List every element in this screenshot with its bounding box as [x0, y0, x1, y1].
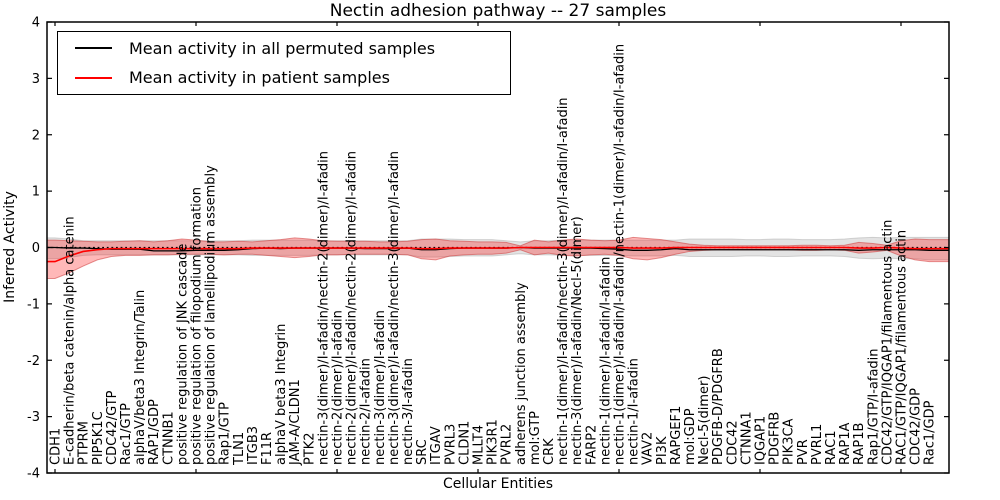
- x-category-label: VAV2: [641, 432, 656, 465]
- x-category-label: CDC42: [725, 420, 740, 465]
- x-category-label: RAP1A: [838, 422, 853, 465]
- x-category-label: PIP5K1C: [91, 411, 106, 465]
- y-axis-title: Inferred Activity: [2, 191, 18, 303]
- x-category-label: nectin-3(dimer)/I-afadin: [373, 310, 388, 465]
- y-tick-label: 4: [32, 16, 40, 31]
- legend-label-permuted: Mean activity in all permuted samples: [129, 38, 436, 58]
- x-category-label: E-cadherin/beta catenin/alpha catenin: [63, 216, 78, 465]
- x-category-label: nectin-3/I-afadin: [401, 358, 416, 465]
- x-category-label: RAC1/GTP/IQGAP1/filamentous actin: [895, 230, 910, 465]
- x-category-label: RAP1B: [852, 423, 867, 465]
- x-category-label: PVR: [796, 439, 811, 465]
- x-category-label: positive regulation of filopodium format…: [190, 187, 205, 465]
- x-category-label: PVRL1: [810, 424, 825, 465]
- x-category-label: Necl-5(dimer): [697, 376, 712, 465]
- y-tick-label: -1: [27, 297, 40, 312]
- permuted-line-swatch-icon: [75, 47, 112, 50]
- patient-line-swatch-icon: [75, 76, 112, 79]
- patient-mean-line: [47, 246, 949, 263]
- x-category-label: CDC42/GTP/IQGAP1/filamentous actin: [880, 220, 895, 465]
- x-category-label: CTNNA1: [739, 411, 754, 465]
- x-category-label: nectin-3(dimer)/I-afadin/Necl-5(dimer): [570, 216, 585, 465]
- legend: Mean activity in all permuted samples Me…: [57, 31, 511, 95]
- x-category-label: CRK: [542, 438, 557, 465]
- x-category-label: CTNNB1: [161, 411, 176, 465]
- x-category-label: nectin-2(dimer)/I-afadin: [331, 310, 346, 465]
- x-category-label: CLDN1: [457, 421, 472, 465]
- x-category-label: nectin-1/I-afadin: [627, 358, 642, 465]
- x-category-label: positive regulation of JNK cascade: [175, 244, 190, 465]
- x-category-label: alphaV beta3 Integrin: [274, 324, 289, 465]
- x-category-label: mol:GTP: [528, 411, 543, 465]
- x-category-label: PDGFRB: [768, 412, 783, 465]
- legend-label-patient: Mean activity in patient samples: [129, 68, 390, 88]
- x-category-label: Rac1/GTP: [119, 403, 134, 465]
- x-category-label: IQGAP1: [754, 416, 769, 465]
- x-category-label: CDC42/GTP: [105, 390, 120, 465]
- x-category-label: nectin-1(dimer)/I-afadin/I-afadin/nectin…: [613, 44, 628, 465]
- legend-entry-patient: Mean activity in patient samples: [58, 65, 510, 91]
- x-category-label: TLN1: [232, 432, 247, 466]
- y-tick-label: -2: [27, 354, 40, 369]
- y-tick-label: 0: [32, 241, 40, 256]
- x-category-label: nectin-1(dimer)/I-afadin/I-afadin: [598, 257, 613, 465]
- x-category-label: PVRL2: [500, 424, 515, 465]
- x-category-label: Rac1/GDP: [923, 400, 938, 465]
- x-category-label: CDC42/GDP: [909, 388, 924, 465]
- x-category-label: Rap1/GTP/I-afadin: [866, 348, 881, 465]
- x-category-label: ITGB3: [246, 426, 261, 465]
- x-category-label: PDGFB-D/PDGFRB: [711, 348, 726, 465]
- x-category-label: FARP2: [584, 425, 599, 465]
- x-category-label: PIK3R1: [486, 419, 501, 465]
- y-tick-label: 3: [32, 72, 40, 87]
- y-tick-label: 1: [32, 185, 40, 200]
- x-category-label: positive regulation of lamellipodium ass…: [204, 165, 219, 465]
- chart-title: Nectin adhesion pathway -- 27 samples: [329, 1, 667, 21]
- x-category-label: RAP1/GDP: [147, 399, 162, 465]
- legend-entry-permuted: Mean activity in all permuted samples: [58, 35, 510, 61]
- y-tick-label: -4: [27, 467, 40, 482]
- y-tick-label: -3: [27, 410, 40, 425]
- x-category-label: Rap1/GTP: [218, 402, 233, 465]
- x-category-label: PTPRM: [77, 421, 92, 465]
- x-category-label: RAPGEF1: [669, 406, 684, 465]
- x-category-label: F11R: [260, 432, 275, 465]
- x-category-label: SRC: [415, 439, 430, 465]
- x-category-label: nectin-1(dimer)/I-afadin/nectin-3(dimer)…: [556, 97, 571, 465]
- x-category-label: PIK3CA: [782, 418, 797, 465]
- x-axis-title: Cellular Entities: [442, 476, 554, 492]
- x-category-label: CDH1: [49, 428, 64, 465]
- x-category-label: adherens junction assembly: [514, 282, 529, 465]
- x-category-label: JAM-A/CLDN1: [288, 379, 303, 466]
- x-category-label: PVRL3: [443, 424, 458, 465]
- x-category-label: nectin-2/I-afadin: [359, 358, 374, 465]
- x-category-label: mol:GDP: [683, 408, 698, 465]
- x-category-label: PI3K: [655, 436, 670, 465]
- y-tick-label: 2: [32, 128, 40, 143]
- x-category-label: nectin-3(dimer)/I-afadin/nectin-3(dimer)…: [387, 151, 402, 465]
- x-category-label: PTK2: [302, 432, 317, 465]
- x-category-label: MLLT4: [472, 425, 487, 465]
- x-category-label: ITGAV: [429, 426, 444, 465]
- x-category-label: alphaV/beta3 Integrin/Talin: [133, 290, 148, 465]
- x-category-label: nectin-3(dimer)/I-afadin/nectin-2(dimer)…: [316, 151, 331, 465]
- x-category-label: nectin-2(dimer)/I-afadin/nectin-2(dimer)…: [345, 151, 360, 465]
- x-category-label: RAC1: [824, 430, 839, 465]
